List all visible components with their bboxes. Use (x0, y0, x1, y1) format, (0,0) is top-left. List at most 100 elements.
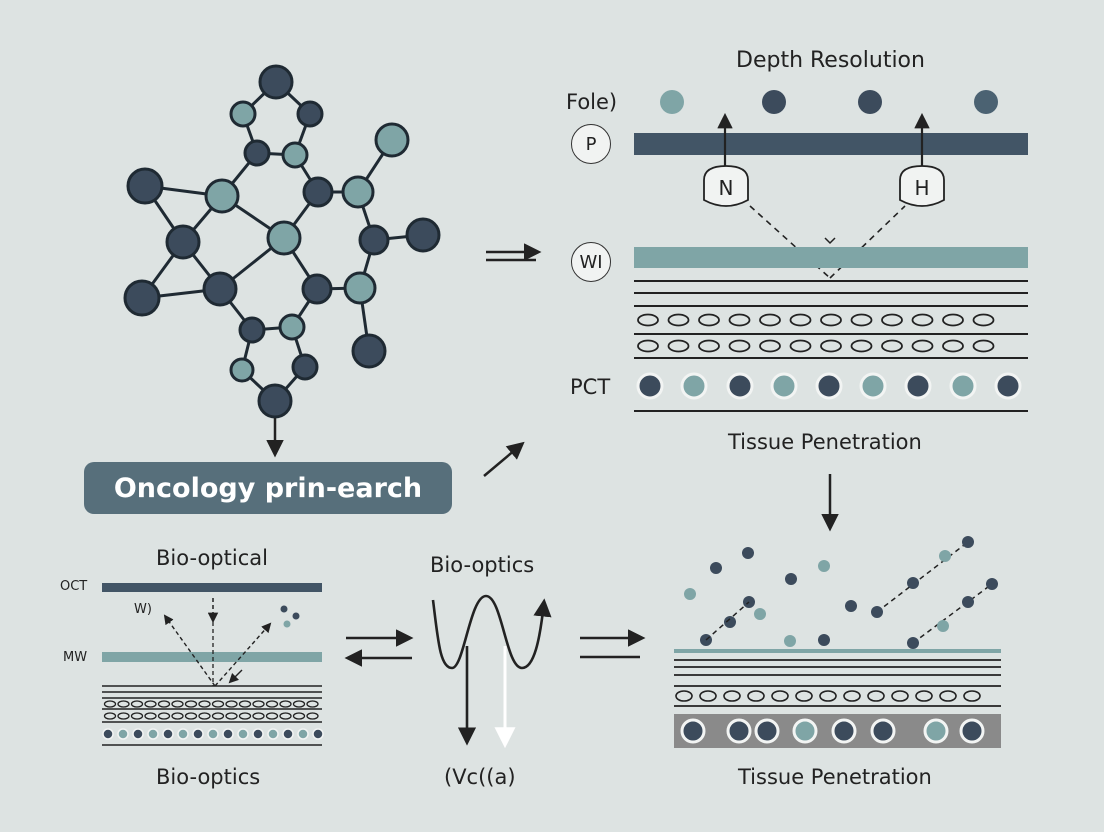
scatter-dots (684, 547, 857, 647)
atom (266, 220, 302, 256)
cell-dot (117, 728, 129, 740)
atom (123, 279, 161, 317)
atom (204, 178, 240, 214)
atom (301, 273, 333, 305)
cell-ellipse (279, 712, 292, 720)
pct-label: PCT (570, 375, 611, 399)
cell-ellipse (171, 700, 184, 708)
bottom-equilibrium-left (344, 629, 414, 667)
cell-ellipse (759, 313, 781, 327)
cell-ellipse (211, 712, 225, 720)
vc-a-caption: (Vc((a) (444, 765, 516, 789)
molecule-atoms (123, 64, 441, 419)
cell-ellipse (942, 313, 964, 327)
shield-shape-h (899, 165, 945, 207)
br-cell-row (675, 690, 981, 702)
cell-ellipse (103, 712, 117, 720)
atom (374, 122, 410, 158)
tissue-lines-br (674, 659, 1001, 707)
cell-ellipse (972, 339, 995, 353)
cell-dot (102, 728, 114, 740)
cell-ellipse (265, 700, 279, 708)
cell-ellipse (728, 339, 751, 353)
cell-ellipse (972, 313, 995, 327)
atom (258, 64, 294, 100)
cell-dot (297, 728, 309, 740)
cell-dot (267, 728, 279, 740)
cell-ellipse (252, 712, 265, 720)
atom (351, 333, 387, 369)
cell-ellipse (891, 690, 909, 702)
dark-band (634, 133, 1028, 155)
tissue-lines-bl (102, 685, 322, 746)
bio-optics-caption-left: Bio-optics (156, 765, 261, 789)
cell-ellipse (675, 690, 693, 702)
cell-ellipse (963, 690, 981, 702)
cell-ellipse (225, 712, 238, 720)
atom (302, 176, 334, 208)
cell-ellipse (942, 339, 964, 353)
cell-ellipse (157, 700, 171, 708)
cell-dot (207, 728, 219, 740)
cell-ellipse (820, 313, 842, 327)
cell-ellipse (939, 690, 957, 702)
cell-ellipse (723, 690, 741, 702)
cell-ellipse (637, 313, 659, 327)
cell-ellipse (771, 690, 789, 702)
shield-shape-n (703, 165, 749, 207)
cell-ellipse (850, 339, 873, 353)
cell-ellipse (225, 700, 238, 708)
cell-ellipse (238, 700, 252, 708)
cell-dot (147, 728, 159, 740)
cell-dot (177, 728, 189, 740)
cell-ellipse (819, 690, 837, 702)
top-dots (660, 90, 998, 114)
atom (358, 224, 390, 256)
cell-ellipse (843, 690, 861, 702)
bl-dot-row (102, 728, 324, 740)
cell-ellipse (637, 339, 659, 353)
cell-ellipse (850, 313, 873, 327)
diagonal-arrow (483, 441, 525, 477)
w-label: W) (134, 602, 152, 617)
cell-ellipse (130, 700, 144, 708)
cell-ellipse (728, 313, 751, 327)
cell-ellipse (881, 339, 903, 353)
cell-ellipse (795, 690, 813, 702)
cell-dot (252, 728, 264, 740)
atom (291, 353, 319, 381)
trajectory-dots (871, 536, 998, 649)
oncology-badge: Oncology prin-earch (84, 462, 452, 514)
cell-ellipse (789, 339, 812, 353)
cell-dot (192, 728, 204, 740)
cell-ellipse (184, 712, 198, 720)
cell-ellipse (198, 700, 211, 708)
cell-ellipse (171, 712, 184, 720)
cell-dot (312, 728, 324, 740)
bio-optics-wave (431, 594, 552, 670)
depth-resolution-title: Depth Resolution (736, 48, 925, 73)
cell-ellipse (238, 712, 252, 720)
br-teal-line (674, 649, 1001, 653)
atom (229, 100, 257, 128)
cell-ellipse (915, 690, 933, 702)
cell-dot (132, 728, 144, 740)
cell-ellipse (103, 700, 117, 708)
cell-ellipse (211, 700, 225, 708)
oct-label: OCT (60, 579, 88, 594)
atom (165, 224, 201, 260)
cell-ellipse (306, 700, 319, 708)
bl-cell-row-2 (103, 712, 319, 720)
oct-band (102, 583, 322, 592)
cell-dot (282, 728, 294, 740)
cell-ellipse (198, 712, 211, 720)
cell-ellipse (698, 313, 720, 327)
cell-row-2 (637, 339, 995, 353)
atom (126, 167, 164, 205)
cell-ellipse (306, 712, 319, 720)
mw-label: MW (63, 650, 88, 665)
cell-dot (237, 728, 249, 740)
cell-ellipse (667, 339, 690, 353)
atom (281, 141, 309, 169)
